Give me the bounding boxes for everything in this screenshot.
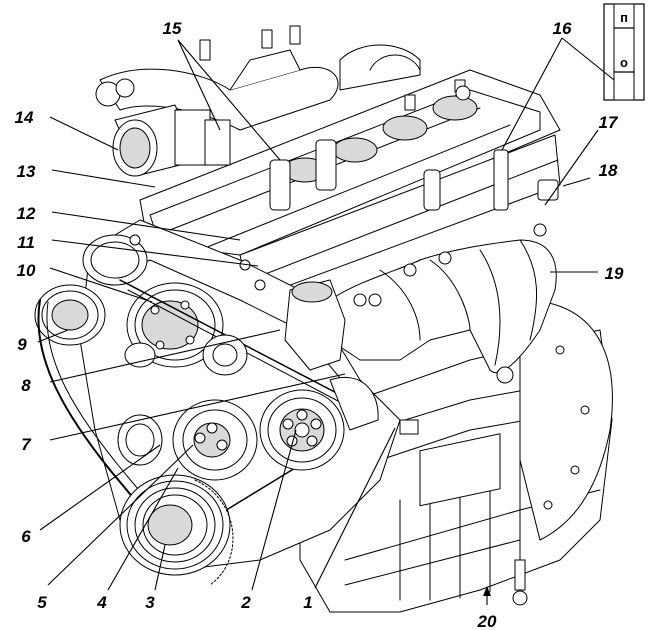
water-pump-pulley — [259, 389, 345, 471]
leader-1 — [314, 427, 396, 589]
leader-2 — [251, 429, 297, 591]
leader-15a — [177, 39, 221, 131]
callout-20: 20 — [477, 612, 497, 630]
callout-18: 18 — [599, 161, 618, 180]
callout-12: 12 — [17, 204, 36, 223]
upper-pulley — [124, 282, 224, 368]
throttle-body — [112, 104, 231, 177]
leader-4 — [107, 467, 179, 591]
left-pulley — [34, 284, 106, 346]
leader-16a — [501, 37, 563, 151]
leader-10 — [49, 267, 153, 303]
leader-3 — [154, 544, 166, 591]
fittings — [129, 179, 559, 606]
timing-mark-inset: п о — [603, 3, 645, 101]
leader-9 — [37, 329, 69, 343]
callout-14: 14 — [15, 108, 34, 127]
leader-13 — [51, 169, 156, 188]
leader-5 — [47, 444, 194, 586]
flywheel-housing — [519, 299, 613, 541]
callout-3: 3 — [145, 593, 155, 612]
top-bracket-pulley — [82, 234, 148, 286]
callout-4: 4 — [96, 593, 107, 612]
callout-19: 19 — [605, 264, 624, 283]
callout-labels: 1 2 3 4 5 6 7 8 9 10 11 12 13 14 15 16 1… — [15, 19, 624, 630]
power-steering-pulley — [172, 399, 258, 481]
callout-2: 2 — [240, 593, 251, 612]
callout-13: 13 — [17, 162, 36, 181]
callout-11: 11 — [17, 233, 35, 252]
callout-1: 1 — [303, 593, 312, 612]
callout-10: 10 — [17, 261, 36, 280]
callout-15: 15 — [163, 19, 182, 38]
leader-14 — [49, 116, 119, 151]
intake-pipework — [95, 25, 421, 131]
engine-drawing — [34, 25, 613, 613]
leader-16b — [561, 37, 615, 81]
leader-11 — [51, 239, 259, 267]
tensioner-pulley — [202, 334, 248, 376]
callout-5: 5 — [37, 593, 47, 612]
callout-9: 9 — [17, 335, 27, 354]
exhaust-manifold — [329, 239, 557, 384]
leader-12 — [51, 211, 241, 241]
leader-17 — [544, 129, 599, 206]
inset-bottom-mark: о — [620, 55, 628, 70]
callout-17: 17 — [599, 113, 619, 132]
leader-15b — [177, 39, 281, 161]
leader-8 — [49, 329, 281, 383]
callout-6: 6 — [21, 527, 31, 546]
crankshaft-pulley — [119, 474, 234, 586]
callout-7: 7 — [21, 435, 32, 454]
leader-18 — [562, 177, 591, 187]
leader-6 — [39, 444, 161, 531]
thermostat-housing — [284, 279, 379, 431]
leader-lines — [37, 37, 615, 605]
small-pulley — [117, 414, 163, 466]
callout-16: 16 — [553, 19, 572, 38]
callout-8: 8 — [21, 376, 31, 395]
arrow-20 — [483, 586, 491, 596]
inset-top-mark: п — [620, 10, 628, 25]
leader-7 — [49, 373, 346, 441]
cylinder-head — [139, 69, 561, 301]
